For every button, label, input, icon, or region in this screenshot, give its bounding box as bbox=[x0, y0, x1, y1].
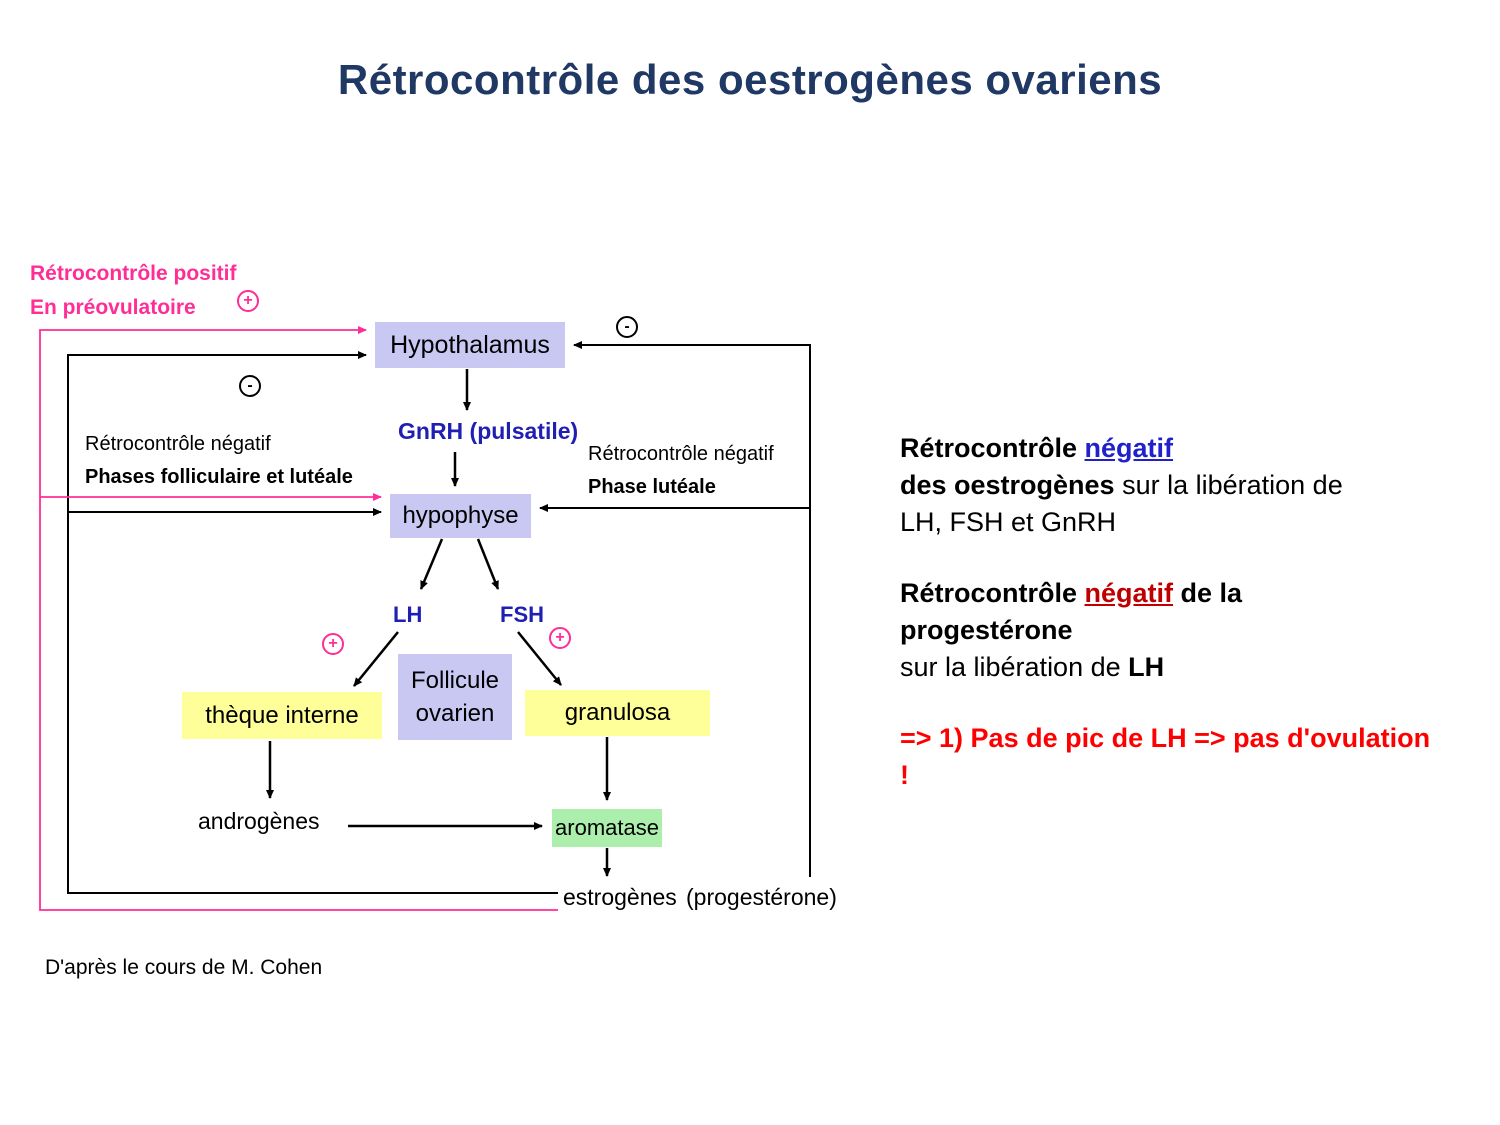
gnrh-label: GnRH (pulsatile) bbox=[398, 418, 579, 444]
theque-interne-box: thèque interne bbox=[182, 692, 382, 739]
negative-feedback-left-label: Rétrocontrôle négatif Phases folliculair… bbox=[85, 428, 353, 494]
negative-right-line1: Rétrocontrôle négatif bbox=[588, 443, 774, 465]
negative-right-line2: Phase lutéale bbox=[588, 476, 716, 498]
p2-normal3: sur la libération de bbox=[900, 652, 1129, 682]
paragraph-progesterone: Rétrocontrôle négatif de la progestérone… bbox=[900, 575, 1475, 686]
p2-negatif: négatif bbox=[1084, 578, 1174, 608]
p2-bold3: LH bbox=[1128, 652, 1165, 682]
positive-feedback-label: Rétrocontrôle positif En préovulatoire bbox=[30, 257, 237, 325]
arrow-hypophyse-to-lh bbox=[419, 538, 444, 590]
paragraph-conclusion: => 1) Pas de pic de LH => pas d'ovulatio… bbox=[900, 720, 1475, 794]
attribution-text: D'après le cours de M. Cohen bbox=[45, 956, 323, 979]
aromatase-box: aromatase bbox=[552, 809, 662, 847]
follicule-line2: ovarien bbox=[415, 700, 495, 727]
negative-left-line1: Rétrocontrôle négatif bbox=[85, 433, 271, 455]
p1-normal2: sur la libération de bbox=[1114, 470, 1343, 500]
positive-feedback-line2: En préovulatoire bbox=[30, 296, 196, 319]
arrow-lh-to-theque bbox=[353, 631, 399, 687]
p1-line3: LH, FSH et GnRH bbox=[900, 507, 1117, 537]
lh-label: LH bbox=[393, 602, 423, 627]
fsh-label: FSH bbox=[500, 602, 544, 627]
arrow-hypophyse-to-fsh bbox=[476, 538, 500, 590]
feedback-negative-right-to-hypothalamus bbox=[573, 341, 811, 877]
progesterone-label: (progestérone) bbox=[686, 884, 837, 910]
negative-left-line2: Phases folliculaire et lutéale bbox=[85, 466, 353, 488]
paragraph-oestrogenes: Rétrocontrôle négatif des oestrogènes su… bbox=[900, 430, 1475, 541]
p3-line2: ! bbox=[900, 760, 909, 790]
p1-negatif: négatif bbox=[1084, 433, 1174, 463]
androgenes-label: androgènes bbox=[198, 808, 320, 834]
positive-feedback-line1: Rétrocontrôle positif bbox=[30, 262, 237, 285]
plus-sign-lh: + bbox=[322, 633, 344, 655]
plus-sign-preovulatory: + bbox=[237, 290, 259, 312]
estrogenes-label: estrogènes bbox=[563, 884, 677, 910]
follicule-line1: Follicule bbox=[410, 667, 500, 694]
granulosa-box: granulosa bbox=[525, 690, 710, 736]
minus-sign-left-feedback: - bbox=[239, 375, 261, 397]
page-title: Rétrocontrôle des oestrogènes ovariens bbox=[337, 56, 1163, 103]
negative-feedback-right-label: Rétrocontrôle négatif Phase lutéale bbox=[588, 438, 774, 504]
p3-line1: => 1) Pas de pic de LH => pas d'ovulatio… bbox=[900, 723, 1431, 753]
follicule-ovarien-box: Follicule ovarien bbox=[398, 654, 512, 740]
hypothalamus-box: Hypothalamus bbox=[375, 322, 565, 368]
side-text: Rétrocontrôle négatif des oestrogènes su… bbox=[900, 430, 1475, 828]
hypophyse-box: hypophyse bbox=[390, 494, 531, 538]
plus-sign-fsh: + bbox=[549, 627, 571, 649]
p1-lead: Rétrocontrôle bbox=[900, 433, 1085, 463]
p1-bold2: des oestrogènes bbox=[900, 470, 1115, 500]
p2-lead: Rétrocontrôle bbox=[900, 578, 1085, 608]
minus-sign-right-feedback: - bbox=[616, 316, 638, 338]
p2-line2: progestérone bbox=[900, 615, 1073, 645]
p2-tail: de la bbox=[1173, 578, 1243, 608]
